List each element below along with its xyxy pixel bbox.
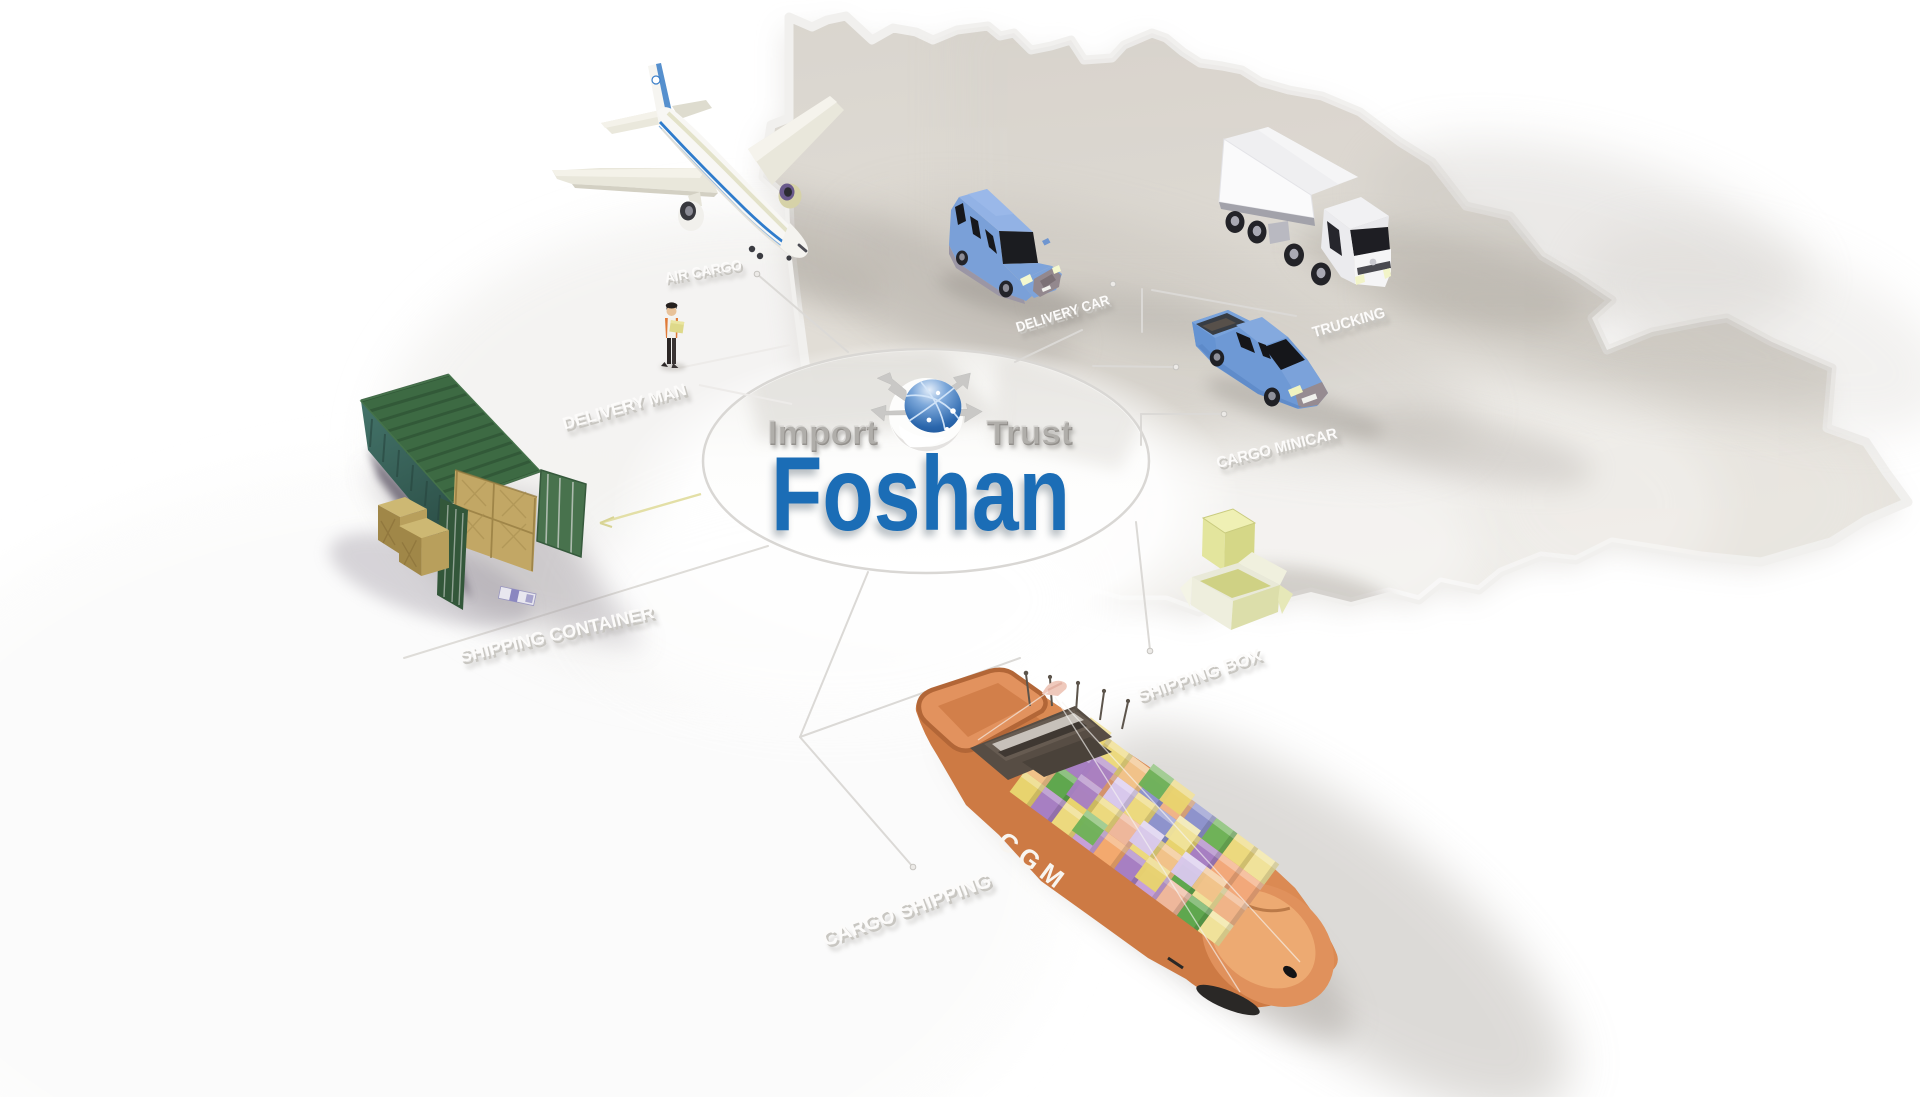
svg-text:Import: Import bbox=[770, 418, 880, 456]
svg-text:Foshan: Foshan bbox=[768, 441, 1067, 559]
svg-text:Import: Import bbox=[768, 415, 878, 453]
svg-text:Import: Import bbox=[767, 414, 877, 452]
svg-text:Trust: Trust bbox=[989, 418, 1075, 456]
svg-text:Foshan: Foshan bbox=[771, 435, 1070, 553]
svg-text:Trust: Trust bbox=[986, 414, 1072, 452]
svg-text:Trust: Trust bbox=[987, 415, 1073, 453]
